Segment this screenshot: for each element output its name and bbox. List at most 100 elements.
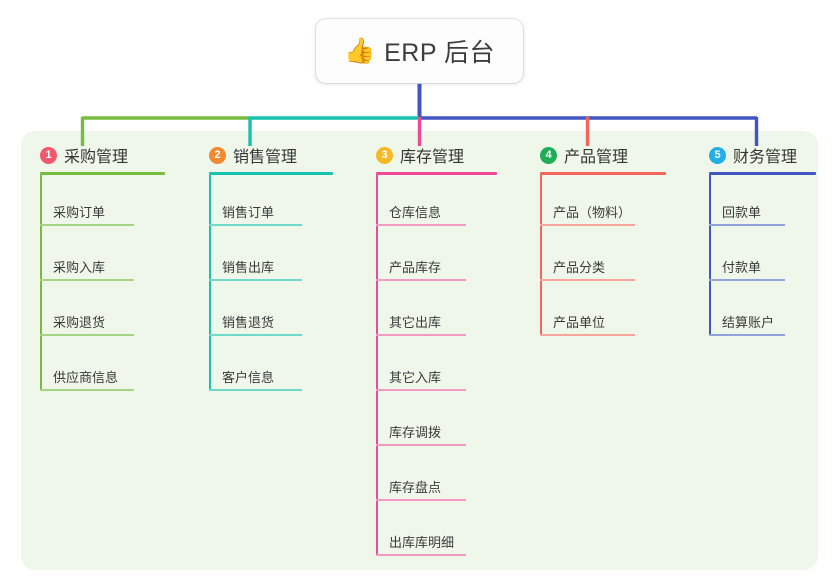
leaf-underline (376, 499, 466, 501)
leaf-list: 采购订单采购入库采购退货供应商信息 (21, 175, 189, 395)
leaf-label: 回款单 (722, 205, 762, 220)
leaf-underline (376, 389, 466, 391)
root-node-content: 👍 ERP 后台 (344, 33, 495, 69)
branch-column-采购管理: 1 采购管理采购订单采购入库采购退货供应商信息 (21, 144, 189, 395)
leaf-underline (709, 279, 785, 281)
leaf-label: 其它入库 (389, 370, 442, 385)
leaf-underline (709, 224, 785, 226)
branch-underline (40, 172, 165, 175)
leaf-item[interactable]: 其它入库 (357, 340, 521, 395)
leaf-label: 采购退货 (53, 315, 106, 330)
branch-spine (540, 175, 542, 335)
leaf-underline (376, 279, 466, 281)
leaf-item[interactable]: 销售订单 (190, 175, 357, 230)
branch-underline (209, 172, 333, 175)
leaf-list: 产品（物料） 产品分类产品单位 (521, 175, 690, 340)
leaf-underline (540, 334, 635, 336)
branch-header-财务管理[interactable]: 5 财务管理 (690, 144, 839, 166)
leaf-item[interactable]: 采购订单 (21, 175, 189, 230)
leaf-item[interactable]: 产品库存 (357, 230, 521, 285)
branch-title: 销售管理 (233, 149, 298, 166)
branch-title: 采购管理 (64, 149, 129, 166)
branch-spine (40, 175, 42, 390)
leaf-label: 出库库明细 (389, 535, 455, 550)
branch-number-badge: 1 (40, 146, 57, 164)
leaf-underline (209, 279, 302, 281)
leaf-item[interactable]: 产品（物料） (521, 175, 690, 230)
leaf-label: 销售订单 (222, 205, 275, 220)
branch-header-产品管理[interactable]: 4 产品管理 (521, 144, 690, 166)
leaf-underline (709, 334, 785, 336)
leaf-label: 其它出库 (389, 315, 442, 330)
leaf-label: 产品（物料） (553, 205, 632, 220)
branch-column-产品管理: 4 产品管理产品（物料） 产品分类产品单位 (521, 144, 690, 340)
leaf-item[interactable]: 其它出库 (357, 285, 521, 340)
leaf-underline (40, 224, 134, 226)
leaf-item[interactable]: 回款单 (690, 175, 839, 230)
leaf-underline (376, 554, 466, 556)
leaf-item[interactable]: 销售出库 (190, 230, 357, 285)
leaf-item[interactable]: 付款单 (690, 230, 839, 285)
leaf-label: 采购入库 (53, 260, 106, 275)
leaf-item[interactable]: 采购退货 (21, 285, 189, 340)
branch-number-badge: 5 (709, 146, 726, 164)
leaf-item[interactable]: 库存调拨 (357, 395, 521, 450)
leaf-item[interactable]: 产品分类 (521, 230, 690, 285)
leaf-label: 付款单 (722, 260, 762, 275)
leaf-item[interactable]: 结算账户 (690, 285, 839, 340)
branch-column-销售管理: 2 销售管理销售订单销售出库销售退货客户信息 (190, 144, 357, 395)
leaf-underline (540, 224, 635, 226)
leaf-label: 采购订单 (53, 205, 106, 220)
thumbs-up-emoji: 👍 (343, 36, 376, 65)
leaf-underline (209, 389, 302, 391)
branch-underline (540, 172, 666, 175)
leaf-label: 供应商信息 (53, 370, 119, 385)
leaf-underline (376, 444, 466, 446)
leaf-label: 库存盘点 (389, 480, 442, 495)
leaf-underline (40, 389, 134, 391)
branch-underline (376, 172, 497, 175)
leaf-label: 库存调拨 (389, 425, 442, 440)
diagram-panel (21, 131, 818, 570)
branch-title: 财务管理 (733, 149, 798, 166)
leaf-label: 产品库存 (389, 260, 442, 275)
leaf-underline (40, 334, 134, 336)
leaf-list: 回款单付款单结算账户 (690, 175, 839, 340)
branch-header-销售管理[interactable]: 2 销售管理 (190, 144, 357, 166)
branch-column-财务管理: 5 财务管理回款单付款单结算账户 (690, 144, 839, 340)
leaf-label: 销售退货 (222, 315, 275, 330)
leaf-item[interactable]: 销售退货 (190, 285, 357, 340)
leaf-label: 产品分类 (553, 260, 606, 275)
leaf-item[interactable]: 库存盘点 (357, 450, 521, 505)
branch-header-采购管理[interactable]: 1 采购管理 (21, 144, 189, 166)
leaf-underline (540, 279, 635, 281)
leaf-label: 产品单位 (553, 315, 606, 330)
leaf-underline (209, 224, 302, 226)
leaf-label: 结算账户 (722, 315, 775, 330)
leaf-underline (209, 334, 302, 336)
leaf-underline (376, 224, 466, 226)
leaf-item[interactable]: 供应商信息 (21, 340, 189, 395)
leaf-item[interactable]: 产品单位 (521, 285, 690, 340)
leaf-underline (376, 334, 466, 336)
root-node[interactable]: 👍 ERP 后台 (316, 19, 523, 83)
leaf-underline (40, 279, 134, 281)
branch-underline (709, 172, 816, 175)
leaf-item[interactable]: 采购入库 (21, 230, 189, 285)
branch-title: 产品管理 (564, 149, 629, 166)
leaf-item[interactable]: 客户信息 (190, 340, 357, 395)
branch-spine (376, 175, 378, 555)
leaf-item[interactable]: 出库库明细 (357, 505, 521, 560)
branch-number-badge: 4 (540, 146, 557, 164)
branch-title: 库存管理 (400, 149, 465, 166)
leaf-label: 仓库信息 (389, 205, 442, 220)
leaf-item[interactable]: 仓库信息 (357, 175, 521, 230)
leaf-label: 销售出库 (222, 260, 275, 275)
leaf-label: 客户信息 (222, 370, 275, 385)
branch-spine (709, 175, 711, 335)
root-node-label: ERP 后台 (384, 39, 496, 67)
branch-number-badge: 2 (209, 146, 226, 164)
